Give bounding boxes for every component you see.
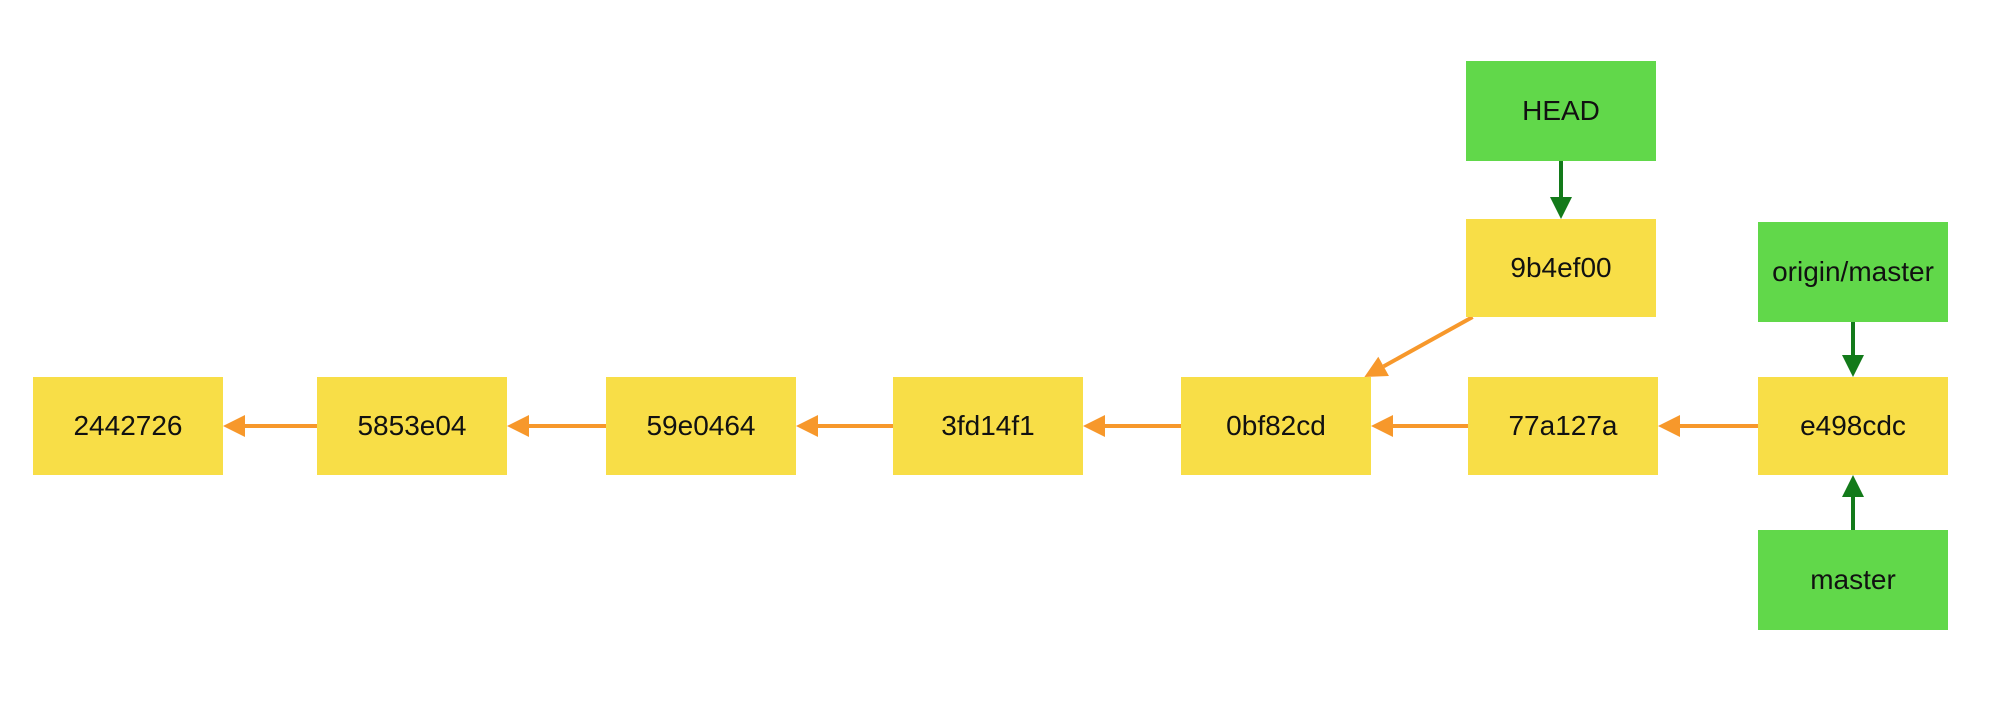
commit-node-59e0464: 59e0464 xyxy=(606,377,796,475)
ref-arrow-r_head xyxy=(1550,161,1572,219)
ref-node-origin-master: origin/master xyxy=(1758,222,1948,322)
parent-arrow-c8-c5-head xyxy=(1364,356,1389,377)
ref-node-head: HEAD xyxy=(1466,61,1656,161)
parent-arrow-c6-c5-head xyxy=(1371,415,1393,437)
parent-arrow-c2-c1-head xyxy=(223,415,245,437)
commit-node-77a127a: 77a127a xyxy=(1468,377,1658,475)
ref-arrow-r_head-head xyxy=(1550,197,1572,219)
parent-arrow-c8-c5-line xyxy=(1382,315,1474,369)
commit-node-0bf82cd: 0bf82cd xyxy=(1181,377,1371,475)
parent-arrow-c5-c4 xyxy=(1083,415,1181,437)
parent-arrow-c6-c5 xyxy=(1371,415,1468,437)
ref-arrow-r_master-head xyxy=(1842,475,1864,497)
commit-node-9b4ef00: 9b4ef00 xyxy=(1466,219,1656,317)
commit-node-2442726: 2442726 xyxy=(33,377,223,475)
parent-arrow-c3-c2-head xyxy=(507,415,529,437)
ref-arrow-r_origin xyxy=(1842,322,1864,377)
parent-arrow-c5-c4-head xyxy=(1083,415,1105,437)
parent-arrow-c4-c3-head xyxy=(796,415,818,437)
parent-arrow-c8-c5 xyxy=(1364,315,1474,377)
parent-arrow-c7-c6 xyxy=(1658,415,1758,437)
commit-node-5853e04: 5853e04 xyxy=(317,377,507,475)
ref-arrow-r_origin-head xyxy=(1842,355,1864,377)
parent-arrow-c7-c6-head xyxy=(1658,415,1680,437)
ref-node-master: master xyxy=(1758,530,1948,630)
parent-arrow-c2-c1 xyxy=(223,415,317,437)
commit-node-e498cdc: e498cdc xyxy=(1758,377,1948,475)
ref-arrow-r_master xyxy=(1842,475,1864,530)
commit-node-3fd14f1: 3fd14f1 xyxy=(893,377,1083,475)
parent-arrow-c3-c2 xyxy=(507,415,606,437)
parent-arrow-c4-c3 xyxy=(796,415,893,437)
